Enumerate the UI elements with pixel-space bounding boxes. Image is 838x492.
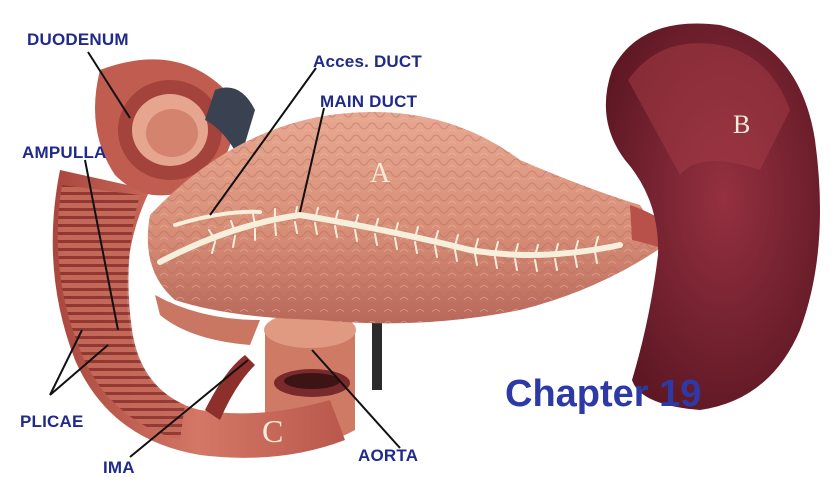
label-plicae: PLICAE: [20, 412, 84, 432]
chapter-caption: Chapter 19: [505, 373, 701, 416]
label-duodenum: DUODENUM: [27, 30, 129, 50]
inferior-mesenteric-artery: [205, 355, 255, 420]
letter-c: C: [262, 413, 283, 450]
label-main-duct: MAIN DUCT: [320, 92, 417, 112]
label-acces-duct: Acces. DUCT: [313, 52, 422, 72]
label-ampulla: AMPULLA: [22, 143, 107, 163]
label-ima: IMA: [103, 458, 135, 478]
letter-a: A: [370, 158, 390, 190]
letter-b: B: [733, 110, 750, 140]
label-aorta: AORTA: [358, 446, 418, 466]
